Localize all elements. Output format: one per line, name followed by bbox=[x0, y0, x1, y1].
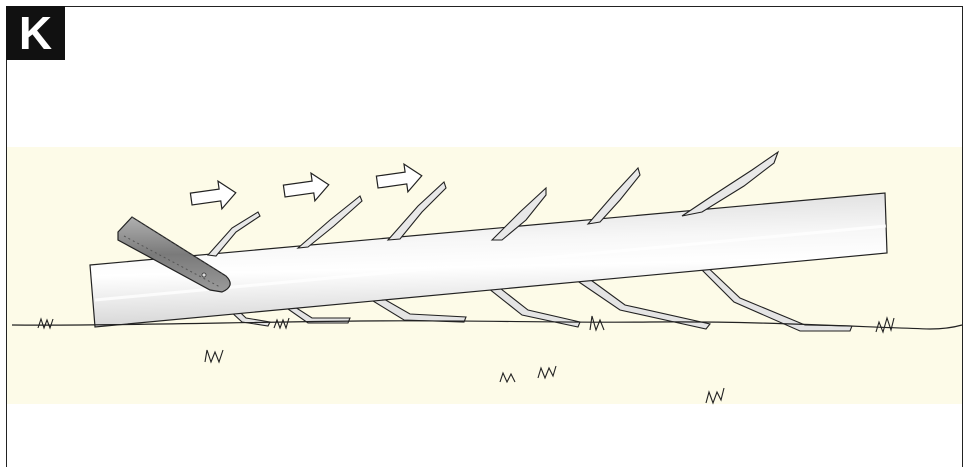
grass-tuft-icon bbox=[37, 315, 895, 405]
grass-8 bbox=[705, 387, 725, 405]
arrow-3 bbox=[375, 162, 423, 194]
ground-line bbox=[11, 320, 963, 330]
grass-5 bbox=[204, 349, 224, 364]
tree-trunk bbox=[89, 192, 888, 328]
arrow-2 bbox=[282, 171, 330, 203]
push-direction-arrow-icon bbox=[189, 162, 423, 211]
upper-branches bbox=[206, 150, 780, 257]
grass-4 bbox=[875, 316, 895, 334]
arrow-1 bbox=[189, 179, 237, 211]
grass-7 bbox=[537, 365, 557, 380]
grass-6 bbox=[499, 371, 516, 384]
grass-1 bbox=[37, 317, 54, 330]
chainsaw-bar-icon bbox=[117, 216, 231, 293]
grass-3 bbox=[589, 315, 605, 332]
grass-2 bbox=[273, 317, 290, 330]
panel-label: K bbox=[6, 6, 65, 60]
